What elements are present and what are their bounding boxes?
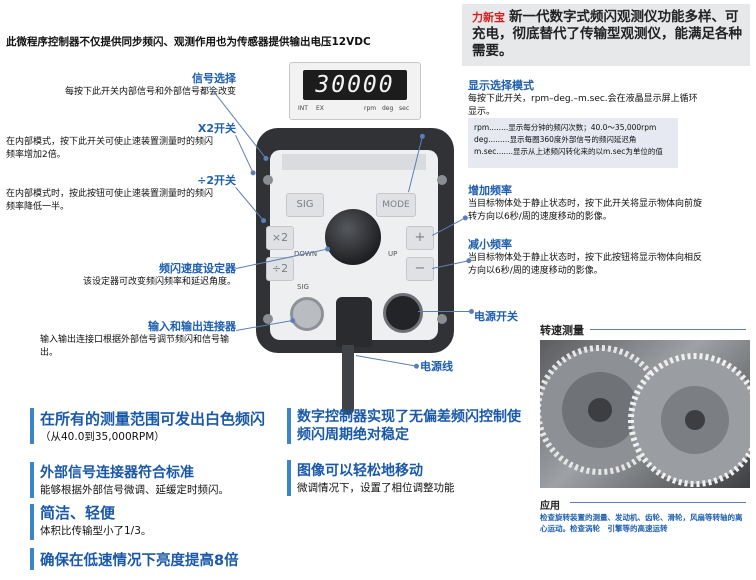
headline: 新一代数字式频闪观测仪功能多样、可充电，彻底替代了传输型观测仪，能满足各种需要。 (472, 9, 742, 59)
div2-button[interactable]: ÷2 (266, 257, 294, 281)
callout-desc: 输入输出连接口根据外部信号调节频闪和信号输出。 (40, 335, 230, 358)
feature-bar (30, 462, 34, 498)
callout-decrease: 减小频率 当目标物体处于静止状态时，按下此按钮将显示物体向相反方向以6秒/周的速… (468, 236, 708, 278)
screw-top-right (437, 175, 447, 185)
led-label-ex: EX (316, 105, 324, 112)
feature-sub: 微调情况下，设置了相位调整功能 (297, 482, 455, 494)
photo-title: 转速测量 (540, 324, 584, 337)
callout-desc: 在内部模式时，按此按钮可使止速装置测量时的频闪频率降低一半。 (6, 189, 214, 212)
power-switch[interactable] (383, 293, 423, 333)
callout-title: 信号选择 (192, 72, 236, 85)
callout-desc: 该设定器可改变频闪频率和延迟角度。 (82, 277, 236, 287)
increase-button[interactable]: + (406, 226, 434, 250)
gear-photo (540, 340, 750, 488)
led-screen: 30000 (303, 70, 407, 100)
callout-speed-setter: 频闪速度设定器 该设定器可改变频闪频率和延迟角度。 (6, 260, 236, 289)
headline-text: 力新宝新一代数字式频闪观测仪功能多样、可充电，彻底替代了传输型观测仪，能满足各种… (472, 9, 744, 60)
cable-gland (336, 297, 372, 347)
feature-bar (30, 408, 34, 444)
callout-div2: ÷2开关 在内部模式时，按此按钮可使止速装置测量时的频闪频率降低一半。 (6, 172, 236, 214)
led-label-sec: sec (399, 105, 410, 112)
screw-top-left (263, 175, 273, 185)
feature-title: 在所有的测量范围可发出白色频闪 (40, 410, 266, 428)
led-label-int: INT (298, 105, 308, 112)
screw-bottom-right (437, 314, 447, 324)
feature-title: 确保在低速情况下亮度提高8倍 (40, 553, 239, 569)
callout-power-cord: 电源线 (420, 360, 453, 373)
callout-desc: 每按下此开关内部信号和外部信号都会改变 (64, 87, 236, 97)
callout-title: 频闪速度设定器 (159, 262, 236, 275)
leader-line (418, 309, 474, 314)
connector-sig-label: SIG (297, 283, 309, 291)
feature-sub: 体积比传输型小了1/3。 (40, 525, 152, 537)
callout-increase: 增加频率 当目标物体处于静止状态时，按下此开关将显示物体向前旋转方向以6秒/周的… (468, 182, 708, 224)
feature-title: 外部信号连接器符合标准 (40, 465, 194, 481)
led-value: 30000 (315, 72, 395, 98)
feature-image-move: 图像可以轻松地移动 微调情况下，设置了相位调整功能 (297, 460, 527, 495)
headline-box: 力新宝新一代数字式频闪观测仪功能多样、可充电，彻底替代了传输型观测仪，能满足各种… (462, 4, 750, 66)
leader-line (355, 355, 418, 367)
callout-title: ÷2开关 (197, 174, 236, 187)
feature-title: 图像可以轻松地移动 (297, 463, 423, 479)
feature-title: 数字控制器实现了无偏差频闪控制使频闪周期绝对稳定 (297, 409, 521, 443)
mode-info-line: rpm........显示每分钟的频闪次数；40.0～35,000rpm (474, 123, 657, 132)
mode-button[interactable]: MODE (376, 193, 416, 217)
mode-info-box: rpm........显示每分钟的频闪次数；40.0～35,000rpm deg… (468, 118, 678, 168)
led-display-panel: 30000 INT EX rpm deg sec (289, 62, 421, 120)
feature-brightness: 确保在低速情况下亮度提高8倍 (40, 549, 340, 570)
feature-white-flash: 在所有的测量范围可发出白色频闪 （从40.0到35,000RPM） (40, 408, 280, 444)
intro-text: 此微程序控制器不仅提供同步频闪、观测作用也为传感器提供输出电压12VDC (6, 36, 371, 48)
callout-desc: 当目标物体处于静止状态时，按下此开关将显示物体向前旋转方向以6秒/周的速度移动的… (468, 199, 703, 222)
application-desc: 检查旋转装置的测量、发动机、齿轮、滑轮，风扇等转轴的离心运动。检查涡轮 引擎等的… (540, 513, 743, 533)
callout-desc: 每按下此开关，rpm–deg.–m.sec.会在液晶显示屏上循环显示。 (468, 94, 698, 117)
application-underline (570, 502, 746, 503)
callout-x2: X2开关 在内部模式，按下此开关可使止速装置测量时的频闪频率增加2倍。 (6, 120, 236, 162)
callout-title: 增加频率 (468, 184, 512, 197)
feature-bar (30, 548, 34, 570)
callout-desc: 当目标物体处于静止状态时，按下此按钮将显示物体向相反方向以6秒/周的速度移动的影… (468, 253, 703, 276)
gear-illustration (540, 345, 750, 487)
callout-power-switch: 电源开关 (474, 310, 518, 323)
feature-bar (30, 504, 34, 540)
mode-info-line: m.sec.......显示从上述频闪转化来的以m.sec为单位的值 (474, 147, 663, 156)
face-top-strip (282, 154, 426, 170)
led-label-rpm: rpm (364, 105, 377, 112)
feature-digital-control: 数字控制器实现了无偏差频闪控制使频闪周期绝对稳定 (297, 408, 527, 444)
sig-button[interactable]: SIG (286, 193, 324, 217)
feature-bar (287, 460, 291, 496)
callout-title: 输入和输出连接器 (148, 320, 236, 333)
feature-compact: 简洁、轻便 体积比传输型小了1/3。 (40, 502, 290, 538)
decrease-button[interactable]: − (406, 257, 434, 281)
feature-ext-connector: 外部信号连接器符合标准 能够根据外部信号微调、延缓定时频闪。 (40, 462, 290, 497)
callout-title: 显示选择模式 (468, 79, 534, 92)
x2-button[interactable]: ×2 (266, 226, 294, 250)
callout-mode: 显示选择模式 每按下此开关，rpm–deg.–m.sec.会在液晶显示屏上循环显… (468, 77, 698, 119)
callout-desc: 在内部模式，按下此开关可使止速装置测量时的频闪频率增加2倍。 (6, 137, 214, 160)
photo-underline (590, 329, 746, 330)
application-title: 应用 (540, 501, 560, 512)
callout-signal-select: 信号选择 每按下此开关内部信号和外部信号都会改变 (6, 70, 236, 99)
callout-connector: 输入和输出连接器 输入输出连接口根据外部信号调节频闪和信号输出。 (6, 318, 236, 360)
speed-knob[interactable] (325, 209, 381, 265)
mode-info-line: deg.........显示每圈360度外部信号的频闪延迟角 (474, 135, 637, 144)
signal-connector[interactable] (290, 297, 324, 331)
feature-title: 简洁、轻便 (40, 504, 116, 522)
callout-title: 减小频率 (468, 238, 512, 251)
callout-title: X2开关 (197, 122, 236, 135)
feature-sub: 能够根据外部信号微调、延缓定时频闪。 (40, 484, 229, 496)
feature-sub: （从40.0到35,000RPM） (40, 431, 165, 443)
led-label-deg: deg (382, 105, 394, 112)
feature-bar (287, 408, 291, 444)
power-cord (342, 345, 354, 415)
brand-logo: 力新宝 (472, 11, 505, 24)
screw-bottom-left (263, 314, 273, 324)
knob-up-label: UP (388, 250, 398, 258)
